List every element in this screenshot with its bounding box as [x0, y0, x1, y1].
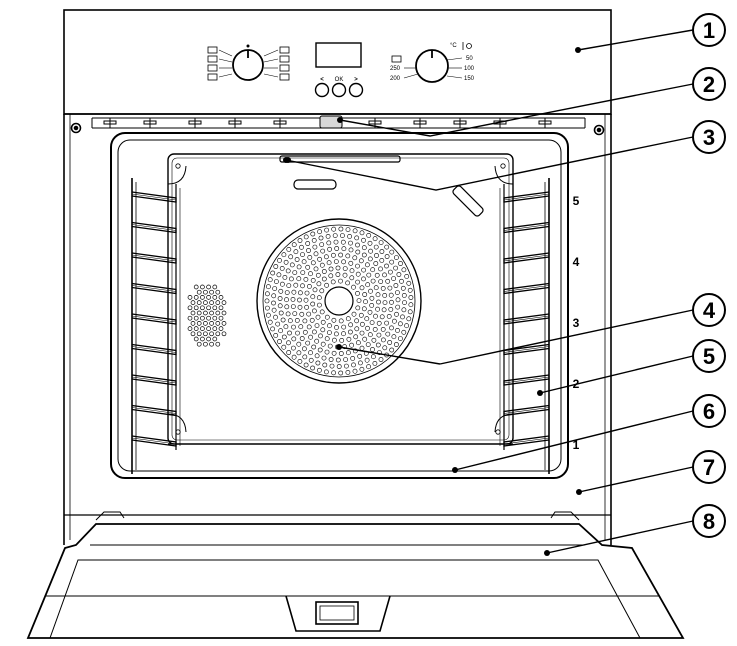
ok-button[interactable]	[331, 82, 347, 98]
temp-scale-100: 100	[464, 66, 475, 72]
temp-scale-150: 150	[464, 76, 475, 82]
callout-1: 1	[692, 13, 726, 47]
door-seal	[64, 511, 611, 525]
callout-2: 2	[692, 67, 726, 101]
door-handle[interactable]	[285, 595, 391, 632]
clock-display	[315, 42, 362, 68]
callout-number: 5	[703, 344, 715, 369]
callout-number: 6	[703, 399, 715, 424]
top-vent-strip	[103, 115, 552, 129]
oven-housing	[63, 9, 612, 545]
temp-scale-250: 250	[390, 66, 401, 72]
callout-number: 8	[703, 509, 715, 534]
callout-6: 6	[692, 394, 726, 428]
callout-3: 3	[692, 120, 726, 154]
function-icons-left	[207, 46, 290, 81]
temp-scale-200: 200	[390, 76, 401, 82]
callout-number: 1	[703, 18, 715, 43]
shelf-level-numbers: 5 4 3 2 1	[573, 194, 580, 452]
callout-markers: 1 2 3 4 5 6 7 8	[692, 13, 726, 538]
leader-lines	[285, 29, 694, 554]
control-panel	[207, 42, 472, 98]
ok-label: OK	[335, 77, 344, 83]
oven-cavity	[110, 132, 569, 479]
fan-cover	[256, 218, 422, 384]
shelf-level-4: 4	[573, 255, 580, 269]
temp-scale-50: 50	[466, 56, 473, 62]
leader-dots	[283, 47, 582, 556]
shelf-level-3: 3	[573, 316, 580, 330]
control-panel-text: OK < > °C 50 100 150 200 250	[320, 43, 474, 83]
callout-4: 4	[692, 293, 726, 327]
shelf-level-1: 1	[573, 438, 580, 452]
left-button[interactable]	[314, 82, 330, 98]
door-handle-grip[interactable]	[315, 601, 359, 625]
interior-light-cover	[452, 185, 484, 217]
temperature-unit: °C	[450, 43, 457, 49]
callout-7: 7	[692, 450, 726, 484]
callout-number: 3	[703, 125, 715, 150]
callout-number: 7	[703, 455, 715, 480]
callout-5: 5	[692, 339, 726, 373]
side-runners-right	[499, 178, 550, 474]
right-button[interactable]	[348, 82, 364, 98]
right-arrow-label: >	[354, 77, 358, 83]
callout-number: 2	[703, 72, 715, 97]
oven-door	[26, 523, 685, 639]
side-runners-left	[131, 178, 181, 474]
callout-number: 4	[703, 298, 716, 323]
side-vent-holes	[187, 284, 227, 347]
left-arrow-label: <	[320, 77, 324, 83]
shelf-level-5: 5	[573, 194, 580, 208]
callout-8: 8	[692, 504, 726, 538]
